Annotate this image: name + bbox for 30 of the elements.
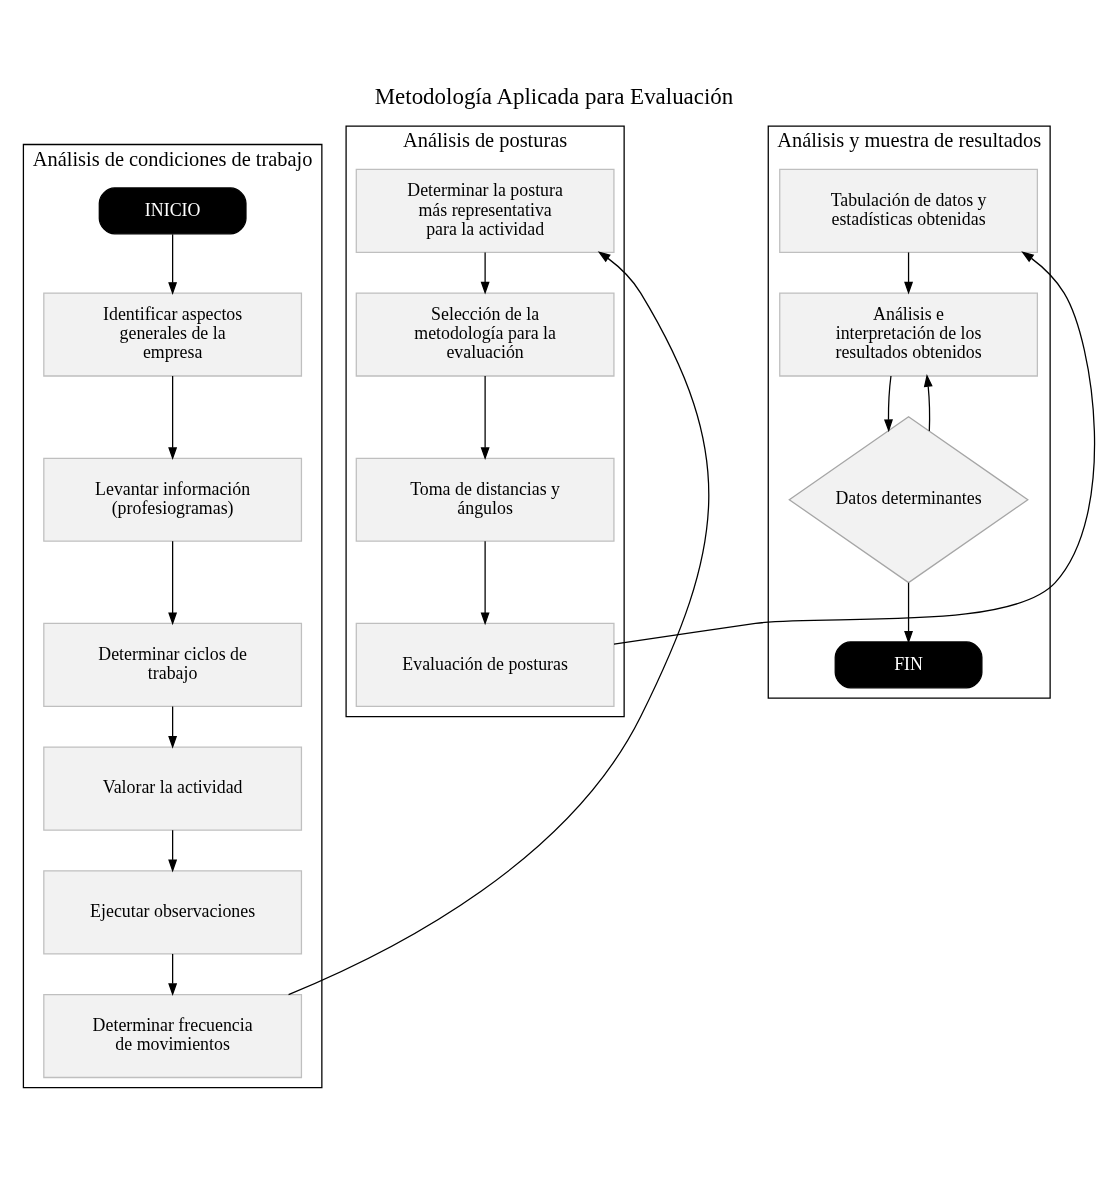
node-box: Determinar la postura más representativa para la actividad [355,168,615,253]
node-box: INICIO [98,187,247,235]
node-box: Determinar frecuencia de movimientos [43,993,303,1079]
arrow [613,251,1095,645]
node-box: Determinar ciclos de trabajo [43,622,303,707]
node-box: Identificar aspectos generales de la empresa [43,292,303,377]
node-box: Valorar la actividad [43,746,303,831]
node-box: Toma de distancias y ángulos [355,457,615,542]
arrow [923,374,933,432]
arrow [168,540,178,626]
node-box: Ejecutar observaciones [43,870,303,955]
arrow [904,582,914,644]
arrow [480,251,490,295]
node-box: Análisis e interpretación de los resultados obtenidos [779,292,1039,377]
node-box: Selección de la metodología para la evaluación [355,292,615,377]
arrow [168,233,178,295]
node-box: Evaluación de posturas [355,622,615,707]
node-box: Tabulación de datos y estadísticas obtenidas [779,168,1039,253]
arrow [480,375,490,461]
arrow [884,375,893,433]
arrow [168,953,178,997]
arrow [168,829,178,873]
arrow [287,251,710,996]
arrow [480,540,490,626]
node-box: Levantar información (profesiogramas) [43,457,303,542]
diagram-title: Metodología Aplicada para Evaluación [374,83,734,109]
arrow [168,705,178,749]
arrow [904,251,914,295]
arrow [168,375,178,461]
node-box: FIN [834,641,983,689]
